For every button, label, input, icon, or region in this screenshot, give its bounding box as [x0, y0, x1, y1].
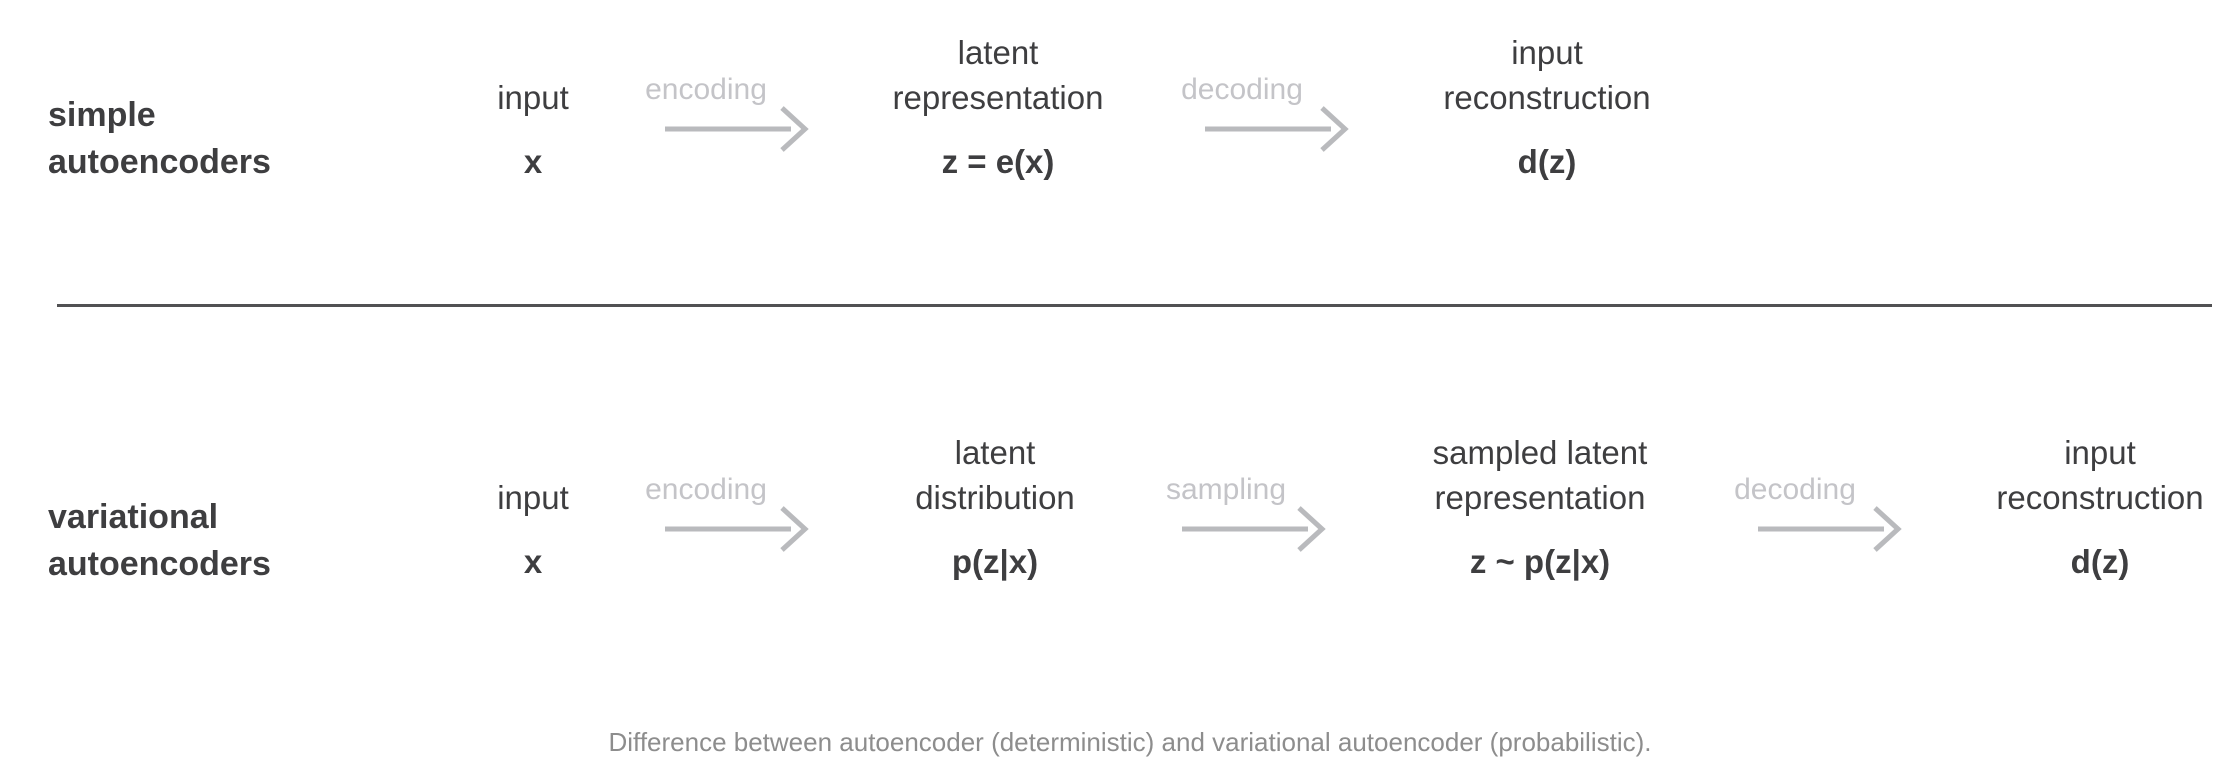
arrow-right-icon [1758, 506, 1902, 552]
arrow-right-icon [1205, 106, 1349, 152]
row-label-line: variational [48, 498, 219, 536]
arrow-label: encoding [645, 473, 767, 506]
step-latent-distribution: latent distribution p(z|x) [805, 430, 1185, 582]
step-input-reconstruction-2: input reconstruction d(z) [1910, 430, 2226, 582]
step-name: input reconstruction [1357, 30, 1737, 120]
step-formula: x [523, 143, 543, 180]
step-name-line: input [497, 479, 569, 516]
step-formula: z = e(x) [941, 143, 1055, 180]
step-name-line: representation [1434, 479, 1646, 516]
step-name-line: latent [957, 34, 1039, 71]
step-name-line: representation [892, 79, 1104, 116]
step-input-1: input x [343, 30, 723, 182]
step-name-line: latent [954, 434, 1036, 471]
row-label-line: autoencoders [48, 545, 271, 583]
step-formula: p(z|x) [951, 543, 1039, 580]
step-name: input [343, 430, 723, 520]
step-formula: d(z) [1517, 143, 1577, 180]
arrow-right-icon [1182, 506, 1326, 552]
step-name: input reconstruction [1910, 430, 2226, 520]
row-label-simple-autoencoders: simple autoencoders [48, 92, 271, 186]
arrow-right-icon [665, 106, 809, 152]
step-formula: d(z) [2070, 543, 2130, 580]
step-name: latent representation [808, 30, 1188, 120]
step-sampled-latent-representation: sampled latent representation z ~ p(z|x) [1350, 430, 1730, 582]
step-formula: z ~ p(z|x) [1469, 543, 1611, 580]
step-name: sampled latent representation [1350, 430, 1730, 520]
step-name-line: reconstruction [1443, 79, 1651, 116]
step-name: latent distribution [805, 430, 1185, 520]
step-name-line: input [2064, 434, 2136, 471]
figure-caption: Difference between autoencoder (determin… [608, 727, 1652, 757]
row-label-line: simple [48, 96, 156, 134]
arrow-label: decoding [1734, 473, 1856, 506]
step-name-line: input [497, 79, 569, 116]
arrow-right-icon [665, 506, 809, 552]
row-label-line: autoencoders [48, 143, 271, 181]
step-latent-representation: latent representation z = e(x) [808, 30, 1188, 182]
step-formula: x [523, 543, 543, 580]
step-name: input [343, 30, 723, 120]
arrow-label: encoding [645, 73, 767, 106]
row-divider [57, 304, 2212, 307]
step-name-line: sampled latent [1432, 434, 1648, 471]
arrow-label: decoding [1181, 73, 1303, 106]
step-name-line: distribution [915, 479, 1075, 516]
step-input-reconstruction-1: input reconstruction d(z) [1357, 30, 1737, 182]
row-label-variational-autoencoders: variational autoencoders [48, 494, 271, 588]
step-name-line: input [1511, 34, 1583, 71]
step-input-2: input x [343, 430, 723, 582]
step-name-line: reconstruction [1996, 479, 2204, 516]
arrow-label: sampling [1165, 473, 1287, 506]
